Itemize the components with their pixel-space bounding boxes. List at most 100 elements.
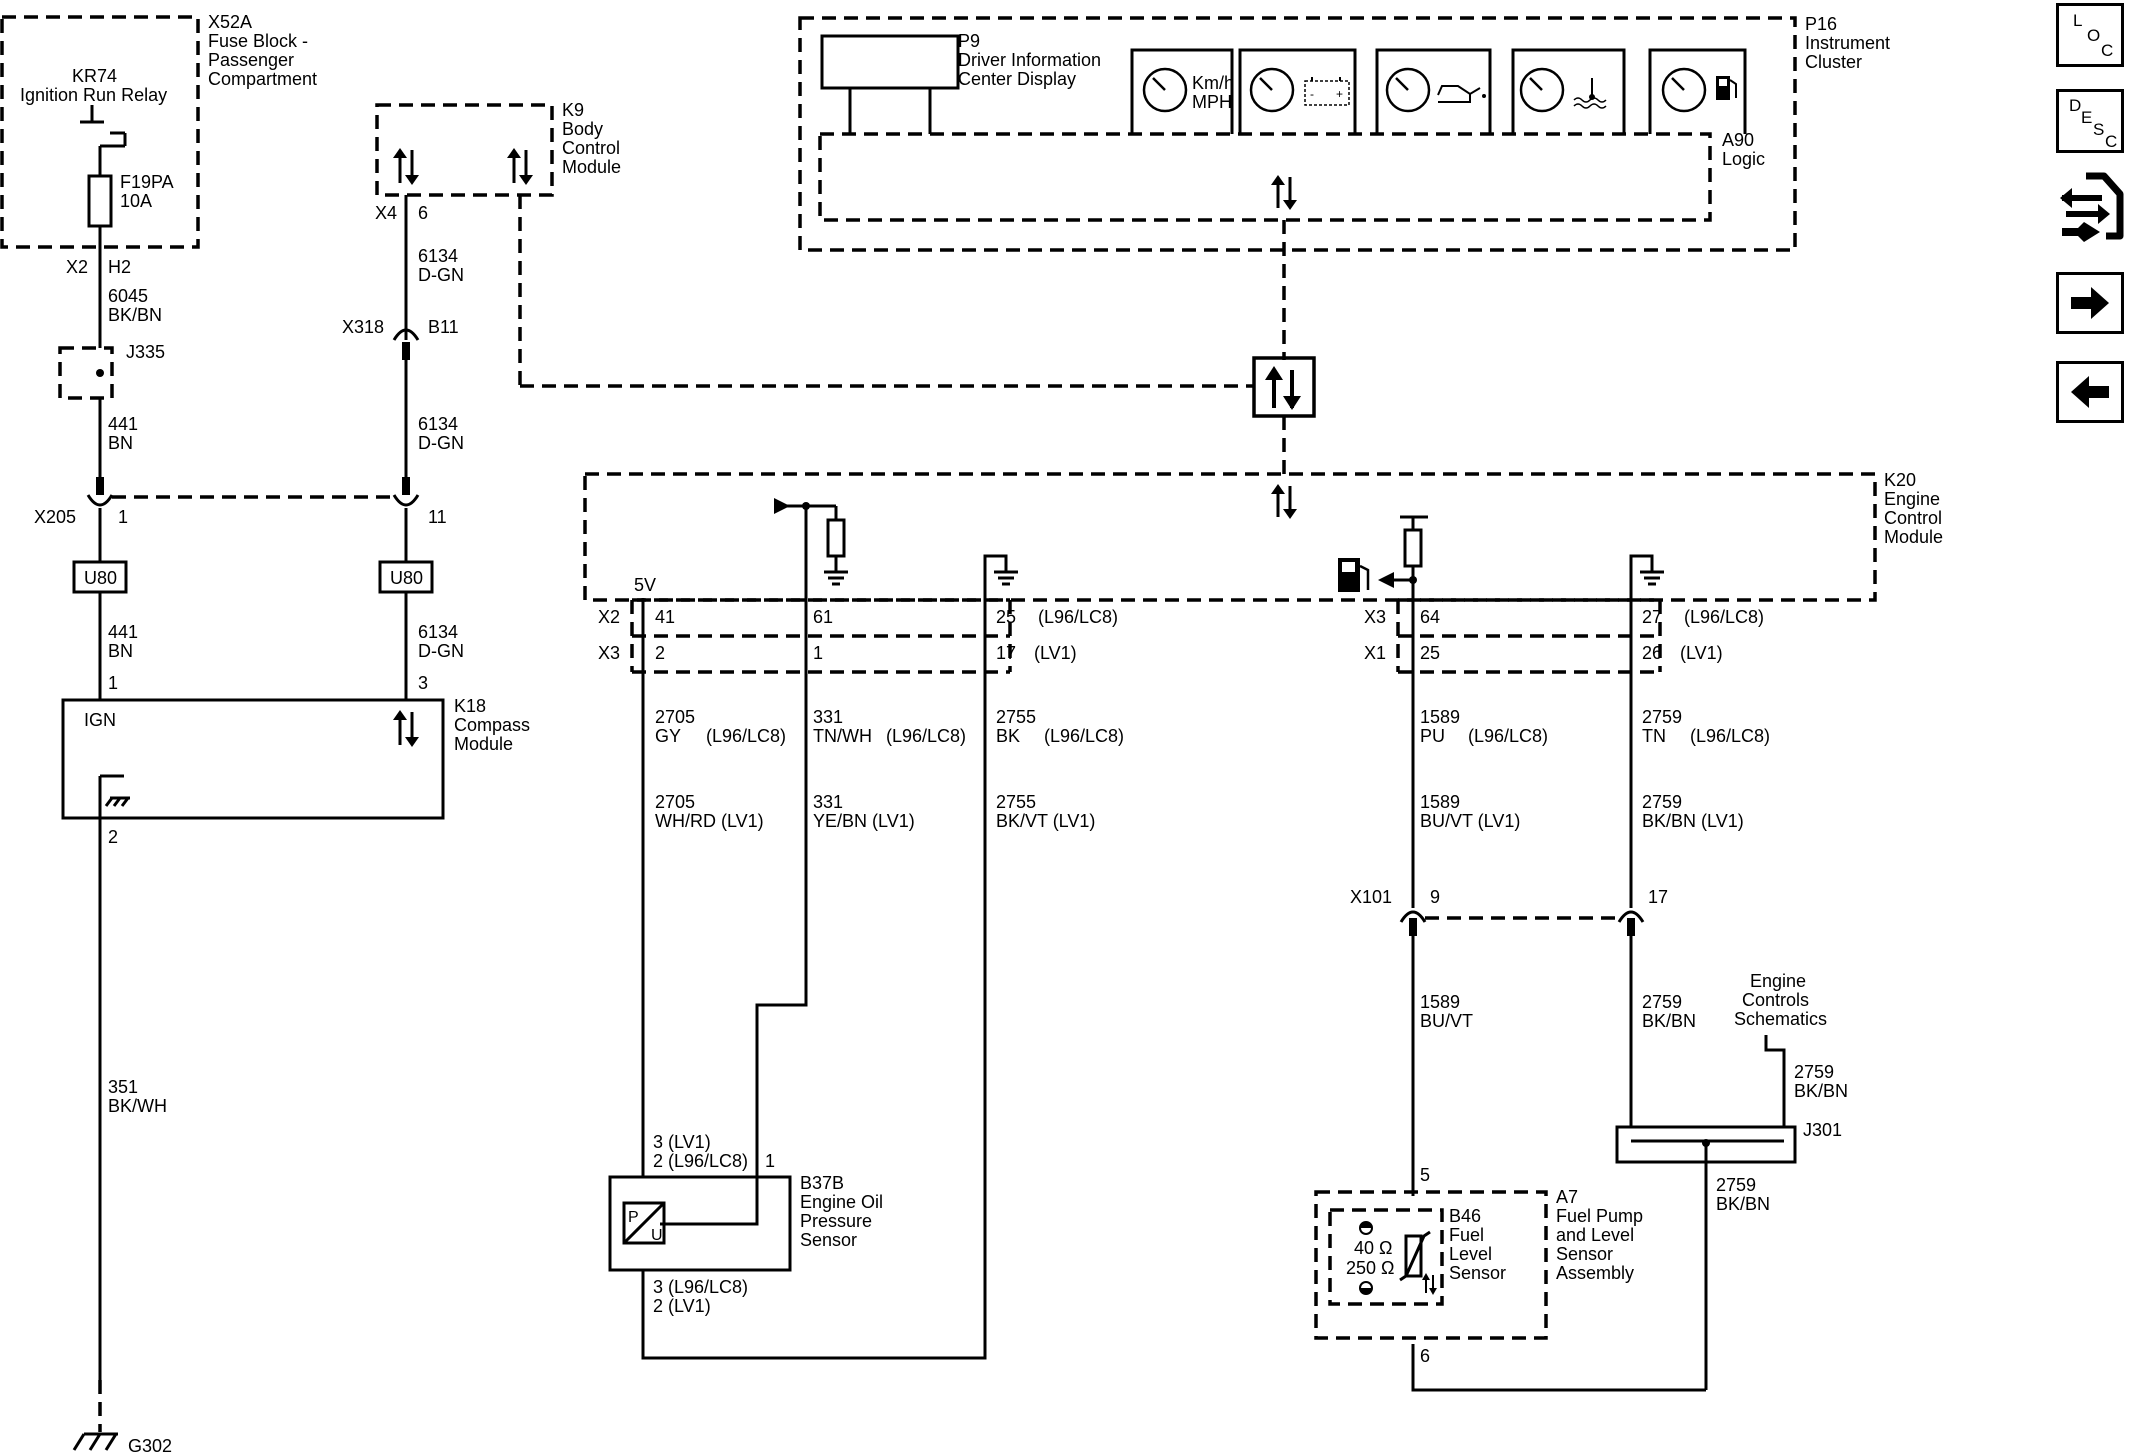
compass-id: K18 (454, 696, 486, 716)
compass-ign-label: IGN (84, 710, 116, 730)
full-tank-icon (1359, 1221, 1373, 1235)
logic-id: A90 (1722, 130, 1754, 150)
wire-2759-opt: (L96/LC8) (1690, 726, 1770, 746)
oil-sensor-name-1: Engine Oil (800, 1192, 883, 1212)
fuel-resistance-1: 40 Ω (1354, 1238, 1392, 1258)
variable-resistor-icon (1399, 1230, 1431, 1282)
oil-sensor-top-1: 3 (LV1) (653, 1132, 711, 1152)
pin-icon (402, 477, 410, 495)
pin-icon (1409, 918, 1417, 936)
wire-buvt-c: BU/VT (1420, 1011, 1473, 1031)
previous-page-button[interactable] (2056, 361, 2124, 423)
wire-bkbn-d: BK/BN (1794, 1081, 1848, 1101)
coolant-temp-icon (1573, 78, 1607, 109)
loc-letter-o: O (2087, 26, 2101, 45)
fuel-assy-name-4: Assembly (1556, 1263, 1634, 1283)
bcm-name-3: Module (562, 157, 621, 177)
wire-2759-b: 2759 (1642, 792, 1682, 812)
next-page-button[interactable] (2056, 272, 2124, 334)
connector-x318-icon (392, 328, 420, 341)
data-arrows-icon (1271, 175, 1297, 210)
arrow-right-icon (2071, 287, 2109, 319)
dic-id: P9 (958, 31, 980, 51)
dic-name-1: Driver Information (958, 50, 1101, 70)
wire-1589-c: 1589 (1420, 992, 1460, 1012)
connector-x205-icon (392, 494, 420, 507)
x101-pin-9: 9 (1430, 887, 1440, 907)
compass-pin1: 1 (108, 673, 118, 693)
wire-2705-b: 2705 (655, 792, 695, 812)
compass-name-1: Compass (454, 715, 530, 735)
speedometer-gauge: Km/h MPH (1130, 48, 1234, 134)
data-arrows-icon (1422, 1273, 1437, 1295)
compass-pin3: 3 (418, 673, 428, 693)
wire-bkbn: BK/BN (LV1) (1642, 811, 1744, 831)
data-arrows-icon (1271, 484, 1297, 519)
wire-6045-color: BK/BN (108, 305, 162, 325)
location-view-button[interactable]: L O C (2056, 3, 2124, 67)
fuel-assy-name-1: Fuel Pump (1556, 1206, 1643, 1226)
connector-tool-button[interactable] (2056, 170, 2124, 242)
fuel-sensor-name-3: Sensor (1449, 1263, 1506, 1283)
pin-11-label: 11 (428, 507, 447, 527)
logic-name: Logic (1722, 149, 1765, 169)
oil-sensor-bot-1: 3 (L96/LC8) (653, 1277, 748, 1297)
pin-41: 41 (655, 607, 675, 627)
opt-lv1-b: (LV1) (1680, 643, 1723, 663)
oil-pressure-gauge (1375, 48, 1492, 134)
fuel-sensor-name-1: Fuel (1449, 1225, 1484, 1245)
pin-icon (96, 477, 104, 495)
pin-6-label: 6 (418, 203, 428, 223)
pin-icon (402, 342, 410, 360)
pin-1-label: 1 (118, 507, 128, 527)
fuel-pin-6: 6 (1420, 1346, 1430, 1366)
wire-bkvt: BK/VT (LV1) (996, 811, 1095, 831)
oil-sensor-bot-2: 2 (LV1) (653, 1296, 711, 1316)
connector-x205-icon (86, 494, 114, 507)
ecs-label-2: Controls (1742, 990, 1809, 1010)
compass-module-k18: K18 Compass Module IGN (61, 696, 530, 820)
connector-x101-icon (1617, 910, 1645, 923)
bcm-compass-circuit: X4 6 6134 D-GN X318 B11 6134 D-GN 11 U80… (342, 195, 1254, 700)
fuse-id: F19PA (120, 172, 174, 192)
wire-441b-color: BN (108, 641, 133, 661)
desc-letter-d: D (2069, 96, 2082, 115)
u80-box-b (378, 560, 434, 594)
description-view-button[interactable]: D E S C (2056, 89, 2124, 153)
wire-tn: TN (1642, 726, 1666, 746)
oil-sensor-top-2: 2 (L96/LC8) (653, 1151, 748, 1171)
pin-25: 25 (996, 607, 1016, 627)
data-arrows-icon (1265, 366, 1301, 410)
svg-text:-: - (1310, 87, 1314, 101)
wire-2705-a: 2705 (655, 707, 695, 727)
bcm-id: K9 (562, 100, 584, 120)
loc-letter-l: L (2073, 11, 2083, 30)
ecs-label-1: Engine (1750, 971, 1806, 991)
oil-sensor-id: B37B (800, 1173, 844, 1193)
ecm-name-1: Engine (1884, 489, 1940, 509)
fuel-pump-assembly-a7: 5 6 B46 Fuel Level Sensor A7 Fuel Pump a… (1314, 1165, 1643, 1366)
serial-data-box (1252, 356, 1316, 418)
wire-441b-number: 441 (108, 622, 138, 642)
compass-name-2: Module (454, 734, 513, 754)
pin-b11-label: B11 (428, 317, 459, 337)
speed-unit-mph: MPH (1192, 92, 1232, 112)
opt-l96-b: (L96/LC8) (1684, 607, 1764, 627)
ecm-5v-label: 5V (634, 575, 656, 595)
splice-j301-label: J301 (1803, 1120, 1842, 1140)
oil-pressure-sensor-b37b: 3 (LV1) 2 (L96/LC8) 1 B37B Engine Oil Pr… (608, 1132, 883, 1316)
desc-letter-c2: C (2105, 132, 2118, 151)
svg-text:P: P (628, 1209, 639, 1226)
oil-sensor-name-2: Pressure (800, 1211, 872, 1231)
ground-icon (983, 554, 1018, 606)
ecm-name-2: Control (1884, 508, 1942, 528)
ecm-conn-x3b: X3 (1364, 607, 1386, 627)
oil-sensor-top-3: 1 (765, 1151, 775, 1171)
ecm-k20: K20 Engine Control Module 5V (583, 470, 1943, 606)
ecm-conn-x1: X1 (1364, 643, 1386, 663)
oil-sensor-name-3: Sensor (800, 1230, 857, 1250)
cluster-name-1: Instrument (1805, 33, 1890, 53)
x101-pin-17: 17 (1648, 887, 1668, 907)
fuel-sensor-name-2: Level (1449, 1244, 1492, 1264)
serial-data-gateway (1252, 356, 1316, 474)
